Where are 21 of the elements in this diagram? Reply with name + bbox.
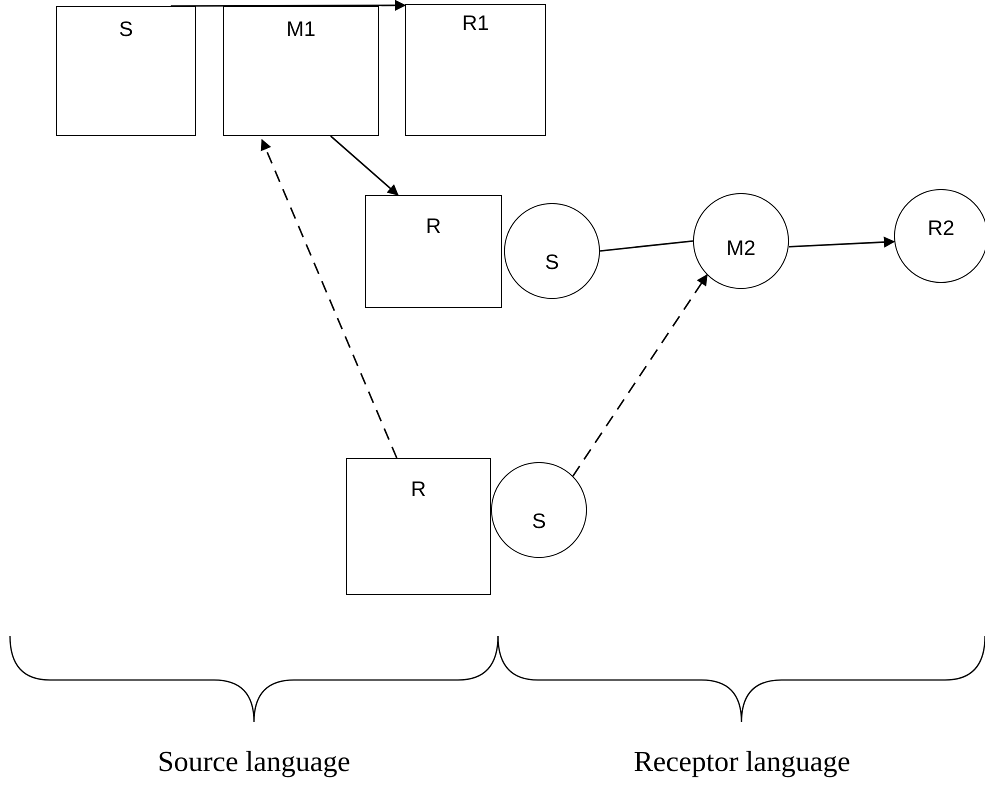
node-label: R1 [462, 13, 489, 34]
arrow [788, 236, 896, 248]
arrow [170, 0, 406, 11]
box-node [365, 195, 502, 308]
node-label: S [532, 511, 546, 532]
node-label: M2 [726, 238, 756, 259]
group-label: Receptor language [634, 748, 850, 777]
node-label: R [410, 479, 426, 500]
arrow [572, 274, 708, 476]
box-node [405, 4, 546, 136]
node-label: S [118, 19, 133, 40]
group-label: Source language [158, 748, 350, 777]
node-label: S [544, 252, 559, 273]
box-node [223, 6, 379, 136]
node-label: M1 [286, 19, 316, 40]
arrow [330, 135, 399, 196]
arrow [260, 138, 398, 458]
box-node [346, 458, 491, 595]
node-label: R2 [928, 218, 954, 239]
box-node [56, 6, 196, 136]
node-label: R [426, 216, 442, 237]
